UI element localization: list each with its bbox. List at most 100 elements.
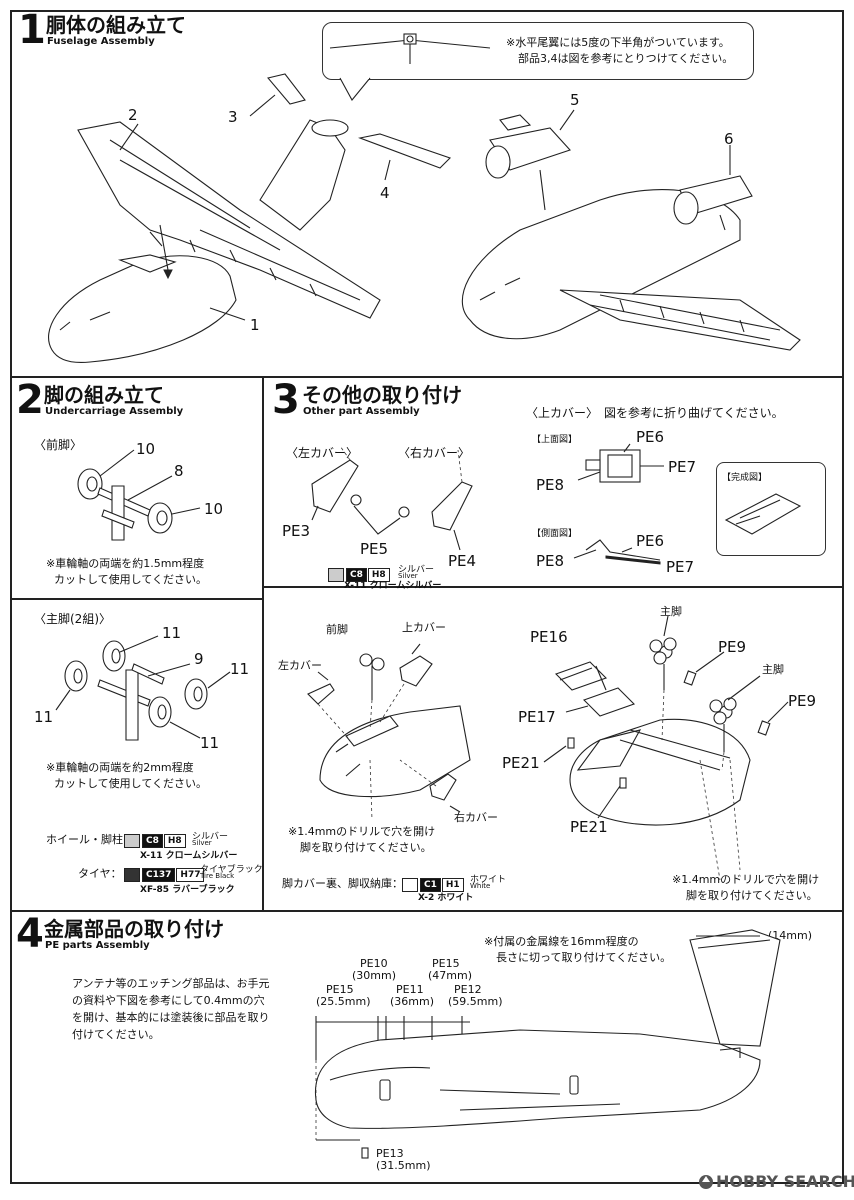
- callout-note-1: ※水平尾翼には5度の下半角がついています。: [506, 36, 730, 49]
- black-swatch: [124, 867, 140, 882]
- pe7-top-label: PE7: [668, 458, 697, 476]
- nose-note-1: ※車輪軸の両端を約1.5mm程度: [46, 557, 205, 570]
- pe6-side-label: PE6: [636, 532, 665, 550]
- main-install-diagram: [543, 615, 789, 881]
- pe15a-label: PE15: [432, 957, 460, 970]
- wheel-code-2: H8: [163, 833, 186, 848]
- step1-subtitle: Fuselage Assembly: [47, 36, 155, 47]
- pe6-top-label: PE6: [636, 428, 665, 446]
- white-paint-label: 脚カバー裏、脚収納庫：: [282, 877, 403, 890]
- white-code-2: H1: [441, 877, 464, 892]
- step4-note-4: 付けてください。: [72, 1028, 160, 1041]
- drill-note-right-1: ※1.4mmのドリルで穴を開け: [672, 873, 820, 886]
- part-label-1: 1: [250, 316, 260, 334]
- main-label-9: 9: [194, 650, 204, 668]
- drill-note-right-2: 脚を取り付けてください。: [686, 889, 818, 902]
- main-gear-heading: 〈主脚(2組)〉: [34, 612, 111, 626]
- wheel-paint-sub: X-11 クロームシルバー: [140, 851, 238, 861]
- pe10-label: PE10: [360, 957, 388, 970]
- main-label-11a: 11: [162, 624, 182, 642]
- step4-title: 金属部品の取り付け: [44, 917, 224, 941]
- nose-note-2: カットして使用してください。: [54, 573, 208, 586]
- nose-install-diagram: [307, 643, 471, 821]
- upper-cover-label: 上カバー: [402, 621, 446, 634]
- pe12-label: PE12: [454, 983, 482, 996]
- tailplane-diagram: [329, 33, 491, 64]
- nose-gear-heading: 〈前脚〉: [34, 438, 83, 452]
- nose-label-10b: 10: [204, 500, 224, 518]
- white-paint-sub: X-2 ホワイト: [418, 893, 474, 903]
- step3-subtitle: Other part Assembly: [303, 406, 420, 417]
- wheel-code-1: C8: [142, 833, 163, 848]
- top-view-label: 【上面図】: [532, 435, 578, 445]
- wheel-paint-name: シルバー: [192, 832, 229, 842]
- nose-label-8: 8: [174, 462, 184, 480]
- pe13-label: PE13: [376, 1147, 404, 1160]
- step2-subtitle: Undercarriage Assembly: [45, 406, 184, 417]
- left-cover-label: 左カバー: [278, 659, 322, 672]
- tire-paint-name: タイヤブラック: [200, 865, 263, 875]
- white-code-1: C1: [420, 877, 441, 892]
- upper-cover-heading: 〈上カバー〉: [526, 406, 599, 420]
- divider-step2-3: [262, 376, 264, 910]
- pe8-side-label: PE8: [536, 552, 565, 570]
- nose-gear-diagram: [77, 449, 201, 541]
- part-label-3: 3: [228, 108, 238, 126]
- divider-step4: [10, 910, 844, 912]
- callout-note-2: 部品3,4は図を参考にとりつけてください。: [518, 52, 734, 65]
- pe4-label: PE4: [448, 552, 477, 570]
- silver-paint-sub: X-11 クロームシルバー: [344, 581, 442, 591]
- side-view-label: 【側面図】: [532, 529, 578, 539]
- silver-paint-name: シルバー: [398, 565, 435, 575]
- main-note-1: ※車輪軸の両端を約2mm程度: [46, 761, 194, 774]
- pe11-mm: (36mm): [390, 995, 435, 1008]
- silver-swatch-2: [328, 567, 344, 582]
- pe5-label: PE5: [360, 540, 389, 558]
- step4-note-2: の資料や下図を参考にして0.4mmの穴: [72, 994, 265, 1007]
- wheel-paint-name-en: Silver: [192, 839, 212, 847]
- left-cover-heading: 〈左カバー〉: [286, 446, 359, 460]
- part-label-4: 4: [380, 184, 390, 202]
- pe7-side-label: PE7: [666, 558, 695, 576]
- drill-note-left-1: ※1.4mmのドリルで穴を開け: [288, 825, 436, 838]
- pe8-top-label: PE8: [536, 476, 565, 494]
- white-paint-name-en: White: [470, 882, 491, 890]
- wire-note-1: ※付属の金属線を16mm程度の: [484, 935, 639, 948]
- done-view-label: 【完成図】: [722, 473, 768, 483]
- right-cover-heading: 〈右カバー〉: [398, 446, 471, 460]
- upper-cover-diagrams: [573, 443, 802, 565]
- covers-diagram: [311, 445, 473, 551]
- pe9b-label: PE9: [788, 692, 817, 710]
- step3-title: その他の取り付け: [302, 383, 462, 407]
- step2-title: 脚の組み立て: [44, 383, 164, 407]
- nose-label-10a: 10: [136, 440, 156, 458]
- aircraft-engines-right: [461, 109, 801, 351]
- white-paint-name: ホワイト: [470, 875, 507, 885]
- pe11-label: PE11: [396, 983, 424, 996]
- step3-number: 3: [272, 377, 300, 423]
- silver-code-1: C8: [346, 567, 367, 582]
- aircraft-exploded-left: [48, 73, 452, 364]
- divider-step1: [10, 376, 844, 378]
- pe13-mm: (31.5mm): [376, 1159, 431, 1172]
- callout-box: [322, 22, 754, 80]
- pe17-label: PE17: [518, 708, 556, 726]
- silver-code-2: H8: [367, 567, 390, 582]
- step4-number: 4: [16, 911, 44, 957]
- step1-title: 胴体の組み立て: [46, 13, 186, 37]
- main-gear-diagram: [55, 635, 231, 741]
- dim-14mm: (14mm): [768, 929, 813, 942]
- pe3-label: PE3: [282, 522, 311, 540]
- main-note-2: カットして使用してください。: [54, 777, 208, 790]
- tire-code-1: C137: [142, 867, 176, 882]
- part-label-2: 2: [128, 106, 138, 124]
- main-label-11d: 11: [200, 734, 220, 752]
- main-label-11b: 11: [230, 660, 250, 678]
- pe21a-label: PE21: [502, 754, 540, 772]
- page-frame: [10, 10, 844, 1184]
